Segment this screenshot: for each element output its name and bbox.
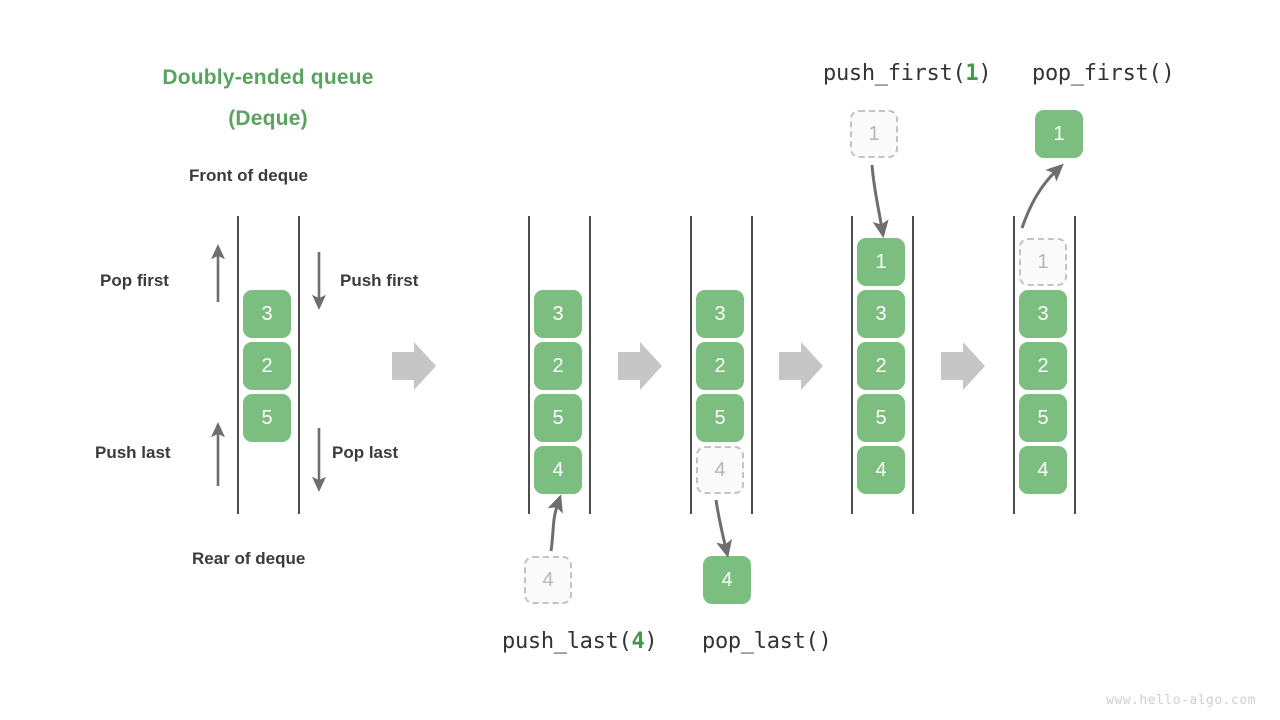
push-first-op-close: ) (978, 61, 992, 86)
deque-node: 5 (243, 394, 291, 442)
incoming-node-push-last: 4 (524, 556, 572, 604)
push-first-flow-arrow-icon (870, 164, 889, 239)
title-line-1: Doubly-ended queue (162, 66, 374, 89)
pop-last-flow-arrow-icon (714, 499, 732, 559)
push-last-op-arg: 4 (631, 629, 645, 654)
deque-node: 3 (534, 290, 582, 338)
deque-rail-left-col2 (528, 216, 530, 514)
deque-node: 4 (534, 446, 582, 494)
pop-first-operation-label: pop_first() (1032, 61, 1175, 86)
deque-rail-left-col5 (1013, 216, 1015, 514)
deque-node: 4 (1019, 446, 1067, 494)
deque-node-removed: 1 (1019, 238, 1067, 286)
push-last-op-close: ) (644, 629, 658, 654)
deque-node: 2 (1019, 342, 1067, 390)
deque-node: 2 (696, 342, 744, 390)
transition-arrow-1-icon (392, 342, 436, 390)
deque-node: 2 (243, 342, 291, 390)
deque-rail-left-col3 (690, 216, 692, 514)
deque-node: 3 (696, 290, 744, 338)
push-last-op-name: push_last( (502, 629, 632, 654)
deque-node: 2 (857, 342, 905, 390)
pop-first-label: Pop first (100, 271, 169, 290)
push-first-label: Push first (340, 271, 419, 290)
deque-node: 5 (534, 394, 582, 442)
transition-arrow-4-icon (941, 342, 985, 390)
deque-node: 5 (857, 394, 905, 442)
transition-arrow-2-icon (618, 342, 662, 390)
push-last-operation-label: push_last(4) (502, 629, 658, 654)
deque-node: 3 (857, 290, 905, 338)
pop-last-label: Pop last (332, 443, 399, 462)
title-line-2: (Deque) (228, 107, 308, 130)
incoming-node-push-first: 1 (850, 110, 898, 158)
deque-node: 2 (534, 342, 582, 390)
deque-rail-left-col1 (237, 216, 239, 514)
deque-node: 3 (243, 290, 291, 338)
deque-node: 5 (1019, 394, 1067, 442)
watermark: www.hello-algo.com (1106, 693, 1256, 708)
deque-rail-right-col3 (751, 216, 753, 514)
push-last-flow-arrow-icon (547, 494, 563, 552)
deque-node: 4 (857, 446, 905, 494)
deque-node-removed: 4 (696, 446, 744, 494)
front-of-deque-label: Front of deque (189, 166, 308, 185)
deque-rail-right-col2 (589, 216, 591, 514)
deque-node: 5 (696, 394, 744, 442)
deque-rail-left-col4 (851, 216, 853, 514)
deque-rail-right-col5 (1074, 216, 1076, 514)
deque-rail-right-col1 (298, 216, 300, 514)
page-title: Doubly-ended queue (Deque) (143, 57, 393, 139)
push-first-op-arg: 1 (965, 61, 979, 86)
deque-node: 1 (857, 238, 905, 286)
deque-rail-right-col4 (912, 216, 914, 514)
push-first-op-name: push_first( (823, 61, 966, 86)
outgoing-node-pop-first: 1 (1035, 110, 1083, 158)
push-first-operation-label: push_first(1) (823, 61, 992, 86)
pop-first-flow-arrow-icon (1020, 163, 1064, 229)
transition-arrow-3-icon (779, 342, 823, 390)
push-last-label: Push last (95, 443, 171, 462)
outgoing-node-pop-last: 4 (703, 556, 751, 604)
pop-last-operation-label: pop_last() (702, 629, 832, 654)
deque-node: 3 (1019, 290, 1067, 338)
rear-of-deque-label: Rear of deque (192, 549, 306, 568)
